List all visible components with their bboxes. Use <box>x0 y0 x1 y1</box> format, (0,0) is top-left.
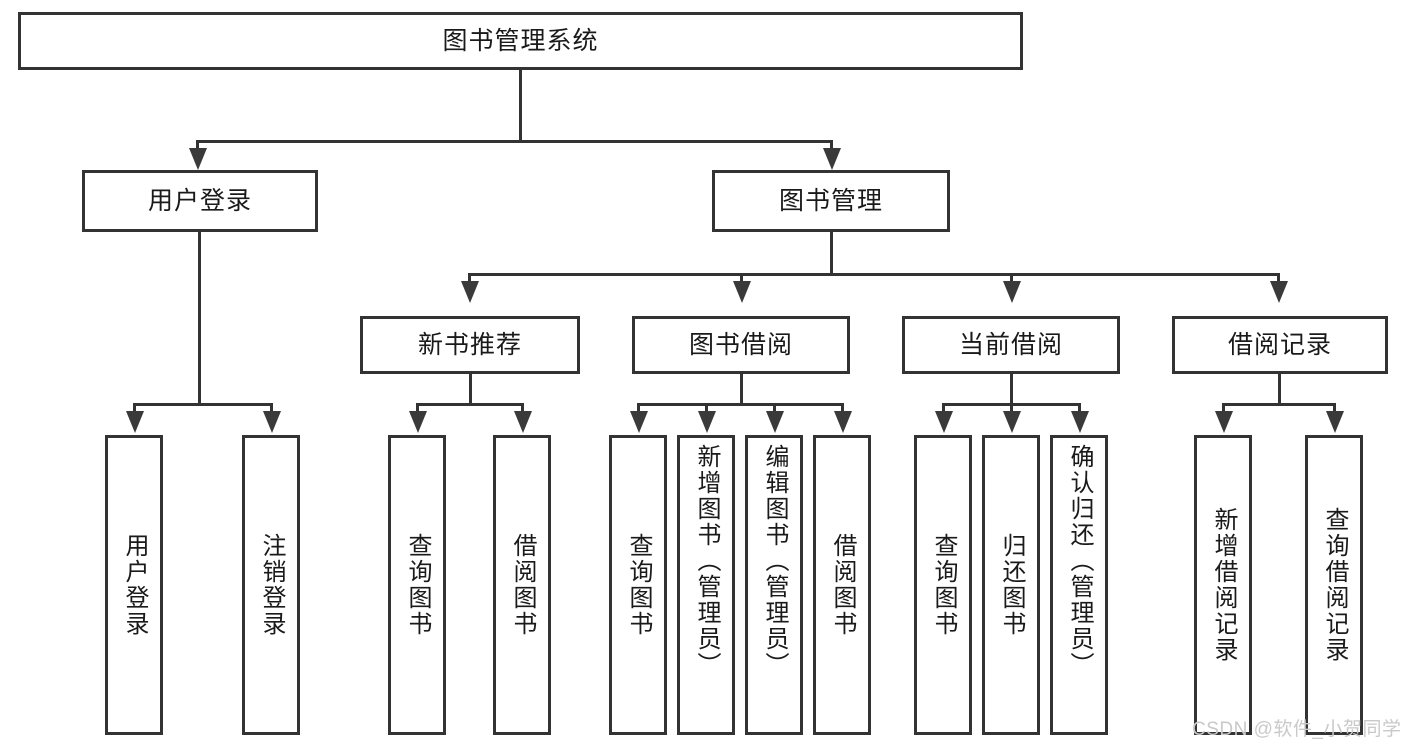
connector-bm-drop-1 <box>468 273 471 285</box>
arrow-to-leaf-borrow-book-bb <box>834 411 852 433</box>
leaf-add-book-admin[interactable]: 新增图书（管理员） <box>677 435 735 735</box>
connector-root-drop-2 <box>830 140 833 152</box>
leaf-user-login[interactable]: 用户登录 <box>105 435 163 735</box>
arrow-to-borrow-record <box>1270 281 1288 303</box>
node-label: 查询图书 <box>930 533 957 637</box>
node-label: 查询借阅记录 <box>1321 507 1348 663</box>
node-label: 图书借阅 <box>688 331 793 359</box>
connector-book-management-bar <box>468 273 1280 276</box>
node-user-login[interactable]: 用户登录 <box>82 170 318 232</box>
node-book-borrow[interactable]: 图书借阅 <box>632 316 850 374</box>
connector-bm-drop-4 <box>1277 273 1280 285</box>
connector-br-trunk <box>1278 374 1281 405</box>
watermark-csdn: CSDN @软件_小贺同学 <box>1192 719 1402 740</box>
connector-br-drop-2 <box>1333 403 1336 413</box>
connector-bb-trunk <box>740 374 743 405</box>
connector-bb-bar <box>637 403 844 406</box>
connector-user-login-drop-1 <box>133 403 136 413</box>
leaf-edit-book-admin[interactable]: 编辑图书（管理员） <box>745 435 803 735</box>
connector-cb-drop-3 <box>1078 403 1081 413</box>
leaf-query-book-borrow[interactable]: 查询图书 <box>609 435 667 735</box>
leaf-query-book-recommend[interactable]: 查询图书 <box>388 435 446 735</box>
arrow-to-leaf-query-book-nbr <box>409 411 427 433</box>
node-label: 图书管理 <box>778 187 883 215</box>
node-label: 新增图书（管理员） <box>693 444 720 678</box>
arrow-to-leaf-add-record <box>1215 411 1233 433</box>
connector-root-drop-1 <box>196 140 199 152</box>
node-label: 当前借阅 <box>958 331 1063 359</box>
arrow-to-leaf-add-book <box>698 411 716 433</box>
arrow-to-current-borrow <box>1003 281 1021 303</box>
node-label: 注销登录 <box>258 533 285 637</box>
node-current-borrow[interactable]: 当前借阅 <box>902 316 1120 374</box>
node-book-management[interactable]: 图书管理 <box>712 170 950 232</box>
node-root-book-management-system[interactable]: 图书管理系统 <box>18 12 1023 70</box>
arrow-to-user-login <box>189 148 207 170</box>
connector-nbr-drop-2 <box>521 403 524 413</box>
node-label: 用户登录 <box>121 533 148 637</box>
arrow-to-leaf-confirm-return <box>1071 411 1089 433</box>
arrow-to-leaf-logout <box>263 411 281 433</box>
connector-bb-drop-2 <box>705 403 708 413</box>
connector-bb-drop-1 <box>637 403 640 413</box>
arrow-to-leaf-query-record <box>1326 411 1344 433</box>
connector-root-bar <box>196 140 833 143</box>
connector-nbr-trunk <box>469 374 472 405</box>
connector-user-login-bar <box>133 403 270 406</box>
connector-cb-drop-2 <box>1010 403 1013 413</box>
arrow-to-leaf-return-book <box>1003 411 1021 433</box>
node-label: 查询图书 <box>404 533 431 637</box>
leaf-borrow-book-recommend[interactable]: 借阅图书 <box>493 435 551 735</box>
node-label: 编辑图书（管理员） <box>761 444 788 678</box>
connector-bb-drop-3 <box>773 403 776 413</box>
leaf-logout[interactable]: 注销登录 <box>242 435 300 735</box>
node-label: 借阅图书 <box>509 533 536 637</box>
arrow-to-book-borrow <box>733 281 751 303</box>
node-label: 新书推荐 <box>417 331 522 359</box>
arrow-to-new-book-recommend <box>461 281 479 303</box>
connector-user-login-drop-2 <box>270 403 273 413</box>
connector-cb-drop-1 <box>942 403 945 413</box>
arrow-to-leaf-edit-book <box>766 411 784 433</box>
arrow-to-leaf-query-book-bb <box>630 411 648 433</box>
connector-bb-drop-4 <box>841 403 844 413</box>
connector-br-drop-1 <box>1222 403 1225 413</box>
connector-cb-trunk <box>1010 374 1013 405</box>
connector-root-trunk <box>519 70 522 142</box>
leaf-query-borrow-record[interactable]: 查询借阅记录 <box>1305 435 1363 735</box>
arrow-to-leaf-query-book-cb <box>935 411 953 433</box>
node-label: 归还图书 <box>998 533 1025 637</box>
connector-nbr-bar <box>416 403 524 406</box>
leaf-borrow-book[interactable]: 借阅图书 <box>813 435 871 735</box>
node-label: 图书管理系统 <box>442 27 599 55</box>
leaf-confirm-return-admin[interactable]: 确认归还（管理员） <box>1050 435 1108 735</box>
connector-nbr-drop-1 <box>416 403 419 413</box>
connector-bm-drop-3 <box>1010 273 1013 285</box>
leaf-return-book[interactable]: 归还图书 <box>982 435 1040 735</box>
arrow-to-leaf-borrow-book-nbr <box>514 411 532 433</box>
node-borrow-record[interactable]: 借阅记录 <box>1172 316 1388 374</box>
node-label: 查询图书 <box>625 533 652 637</box>
node-label: 借阅图书 <box>829 533 856 637</box>
arrow-to-book-management <box>823 148 841 170</box>
connector-book-management-trunk <box>830 232 833 275</box>
node-label: 新增借阅记录 <box>1210 507 1237 663</box>
node-label: 用户登录 <box>147 187 252 215</box>
connector-br-bar <box>1222 403 1336 406</box>
leaf-query-book-current[interactable]: 查询图书 <box>914 435 972 735</box>
connector-bm-drop-2 <box>740 273 743 285</box>
node-new-book-recommend[interactable]: 新书推荐 <box>360 316 580 374</box>
node-label: 借阅记录 <box>1227 331 1332 359</box>
leaf-add-borrow-record[interactable]: 新增借阅记录 <box>1194 435 1252 735</box>
node-label: 确认归还（管理员） <box>1066 444 1093 678</box>
connector-user-login-trunk <box>198 232 201 405</box>
arrow-to-leaf-user-login <box>126 411 144 433</box>
